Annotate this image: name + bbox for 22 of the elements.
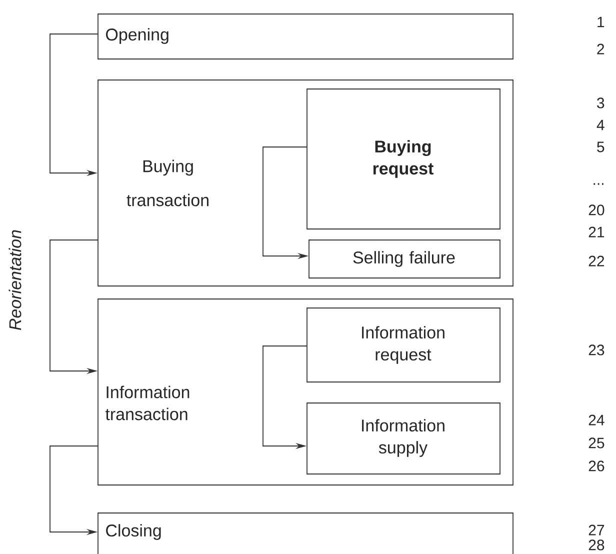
process-box: Buying request: [306, 88, 500, 230]
line-number: 2: [597, 44, 604, 54]
line-number: 21: [588, 226, 604, 238]
process-box: Selling failure: [308, 240, 500, 278]
line-number: 22: [588, 256, 604, 266]
line-number: 24: [588, 414, 604, 426]
line-number: 20: [588, 204, 604, 216]
line-number: 1: [598, 16, 604, 28]
line-number: 4: [596, 120, 604, 130]
line-number: 26: [588, 460, 604, 472]
process-box: Information supply: [306, 402, 500, 474]
line-number: 27: [588, 524, 604, 536]
process-box: Information request: [306, 308, 500, 382]
line-number: 5: [597, 142, 604, 152]
line-number: 23: [588, 344, 604, 356]
line-number: 25: [588, 438, 604, 448]
line-number: 28: [588, 540, 604, 550]
process-box: Closing: [98, 512, 514, 554]
process-box: Opening: [98, 14, 514, 60]
rotated-label: Reorientation: [8, 230, 22, 330]
line-number: ...: [594, 183, 604, 185]
line-number: 3: [597, 98, 604, 108]
